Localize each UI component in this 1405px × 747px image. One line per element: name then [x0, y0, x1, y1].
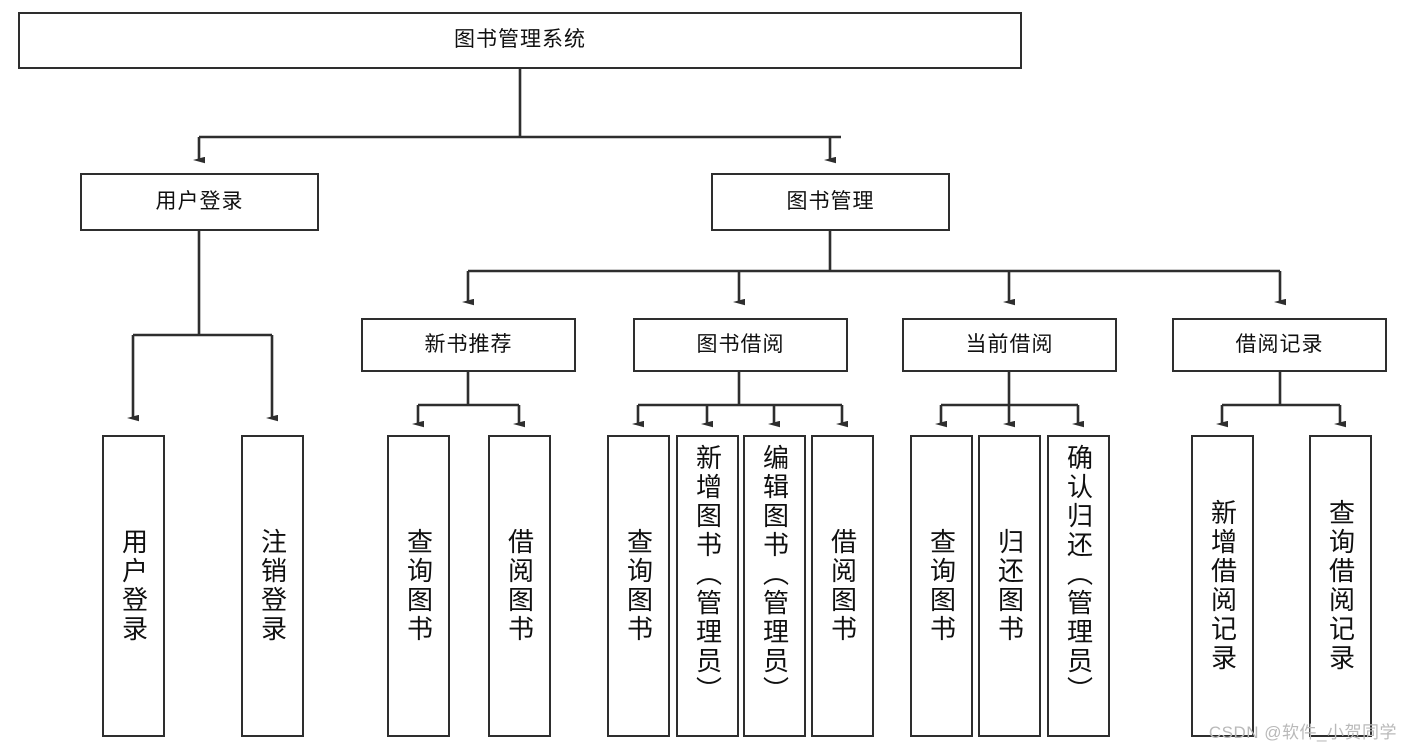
leaf-return-book-label: 归还图书: [994, 528, 1025, 644]
leaf-query-record[interactable]: 查询借阅记录: [1309, 435, 1372, 737]
node-borrow-record-label: 借阅记录: [1235, 332, 1324, 356]
leaf-user-login[interactable]: 用户登录: [102, 435, 165, 737]
node-current-borrow[interactable]: 当前借阅: [902, 318, 1117, 372]
leaf-add-book-label: 新增图书（管理员）: [692, 444, 723, 705]
leaf-query-book-1-label: 查询图书: [403, 528, 434, 644]
leaf-logout-login[interactable]: 注销登录: [241, 435, 304, 737]
leaf-borrow-book-1[interactable]: 借阅图书: [488, 435, 551, 737]
leaf-borrow-book-2-label: 借阅图书: [827, 528, 858, 644]
watermark: CSDN @软件_小贺同学: [1208, 723, 1397, 742]
node-root-label: 图书管理系统: [454, 28, 586, 52]
leaf-query-record-label: 查询借阅记录: [1325, 499, 1356, 673]
leaf-query-book-2[interactable]: 查询图书: [607, 435, 670, 737]
leaf-return-book[interactable]: 归还图书: [978, 435, 1041, 737]
leaf-query-book-1[interactable]: 查询图书: [387, 435, 450, 737]
node-current-borrow-label: 当前借阅: [965, 332, 1054, 356]
leaf-add-record[interactable]: 新增借阅记录: [1191, 435, 1254, 737]
node-book-borrow-label: 图书借阅: [696, 332, 785, 356]
node-book-borrow[interactable]: 图书借阅: [633, 318, 848, 372]
node-root[interactable]: 图书管理系统: [18, 12, 1022, 69]
leaf-logout-login-label: 注销登录: [257, 528, 288, 644]
node-book-manage[interactable]: 图书管理: [711, 173, 950, 231]
leaf-edit-book-label: 编辑图书（管理员）: [759, 444, 790, 705]
leaf-confirm-return[interactable]: 确认归还（管理员）: [1047, 435, 1110, 737]
node-user-login[interactable]: 用户登录: [80, 173, 319, 231]
leaf-edit-book[interactable]: 编辑图书（管理员）: [743, 435, 806, 737]
leaf-user-login-label: 用户登录: [118, 528, 149, 644]
node-user-login-label: 用户登录: [155, 189, 244, 213]
node-book-manage-label: 图书管理: [786, 189, 875, 213]
node-new-book-recommend[interactable]: 新书推荐: [361, 318, 576, 372]
leaf-borrow-book-1-label: 借阅图书: [504, 528, 535, 644]
leaf-confirm-return-label: 确认归还（管理员）: [1063, 444, 1094, 705]
leaf-add-record-label: 新增借阅记录: [1207, 499, 1238, 673]
node-borrow-record[interactable]: 借阅记录: [1172, 318, 1387, 372]
node-new-book-recommend-label: 新书推荐: [424, 332, 513, 356]
leaf-add-book[interactable]: 新增图书（管理员）: [676, 435, 739, 737]
leaf-borrow-book-2[interactable]: 借阅图书: [811, 435, 874, 737]
leaf-query-book-3[interactable]: 查询图书: [910, 435, 973, 737]
leaf-query-book-2-label: 查询图书: [623, 528, 654, 644]
leaf-query-book-3-label: 查询图书: [926, 528, 957, 644]
